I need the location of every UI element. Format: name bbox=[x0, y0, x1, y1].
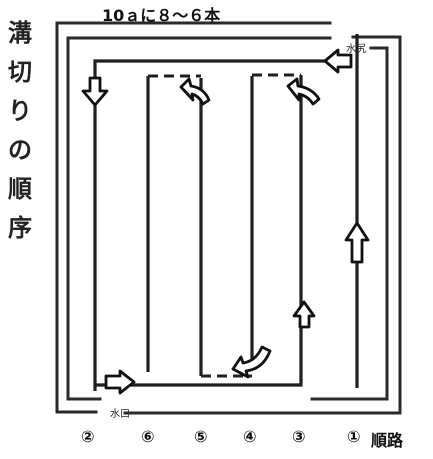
order-label: ① bbox=[347, 427, 361, 446]
order-label: ② bbox=[81, 427, 95, 446]
field-boundary-outer bbox=[55, 21, 332, 414]
arrow-up-icon bbox=[344, 221, 370, 264]
arrow-down-icon bbox=[81, 76, 109, 107]
arrow-up-icon bbox=[292, 300, 316, 329]
field-boundary-right-inner bbox=[310, 46, 389, 401]
arrow-left-icon bbox=[323, 48, 353, 74]
order-label: ⑥ bbox=[141, 427, 155, 446]
order-label: ④ bbox=[243, 427, 257, 446]
order-label: ⑤ bbox=[194, 427, 208, 446]
title-char: 序 bbox=[8, 214, 32, 242]
arrow-right-icon bbox=[104, 369, 136, 395]
title-char: り bbox=[8, 97, 32, 125]
density-label: 10ａに８～６本 bbox=[102, 6, 221, 25]
order-label: ③ bbox=[292, 427, 306, 446]
title-char: 切 bbox=[8, 58, 32, 86]
inlet-label: 水口 bbox=[110, 409, 130, 420]
curved-arrow-icon bbox=[231, 345, 272, 379]
field-boundary-right bbox=[123, 35, 402, 415]
field-boundary-inner bbox=[66, 36, 332, 401]
curved-arrow-icon bbox=[179, 77, 211, 106]
furrow-2 bbox=[93, 59, 341, 391]
title-char: の bbox=[8, 136, 32, 164]
title-char: 溝 bbox=[8, 19, 32, 47]
title-char: 順 bbox=[8, 175, 32, 203]
furrow-3 bbox=[95, 75, 303, 387]
vertical-title: 溝 切 り の 順 序 bbox=[6, 14, 34, 248]
curved-arrow-icon bbox=[286, 77, 321, 106]
route-label: 順路 bbox=[371, 431, 404, 450]
